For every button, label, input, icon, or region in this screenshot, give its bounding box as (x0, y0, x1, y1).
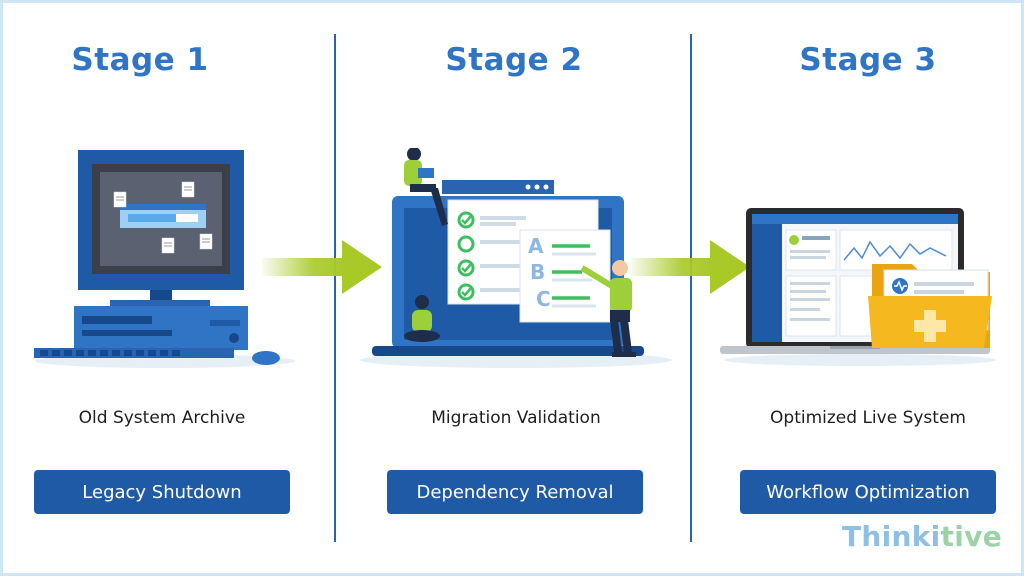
checklist-letter-a: A (528, 234, 544, 258)
stage-1-caption: Old System Archive (78, 408, 246, 428)
checklist-letter-c: C (536, 287, 551, 311)
brand-logo: Thinkitive (842, 520, 1002, 553)
stage-1-title: Stage 1 (71, 42, 209, 78)
column-divider-1 (334, 34, 336, 542)
medical-folder-icon (868, 264, 992, 348)
right-arrow-icon (262, 240, 382, 294)
stage-3-caption: Optimized Live System (770, 408, 966, 428)
stage-2-caption: Migration Validation (431, 408, 601, 428)
checklist-laptop-icon (360, 148, 672, 368)
legacy-shutdown-button[interactable]: Legacy Shutdown (34, 470, 290, 514)
dependency-removal-button[interactable]: Dependency Removal (387, 470, 643, 514)
column-divider-2 (690, 34, 692, 542)
workflow-optimization-button[interactable]: Workflow Optimization (740, 470, 996, 514)
stage-2-title: Stage 2 (445, 42, 583, 78)
retro-computer-icon (34, 150, 295, 368)
brand-logo-part-1: Thinki (842, 520, 941, 553)
brand-logo-part-2: tive (940, 520, 1003, 553)
stage-3-title: Stage 3 (799, 42, 937, 78)
right-arrow-icon (630, 240, 750, 294)
checklist-letter-b: B (530, 260, 546, 284)
